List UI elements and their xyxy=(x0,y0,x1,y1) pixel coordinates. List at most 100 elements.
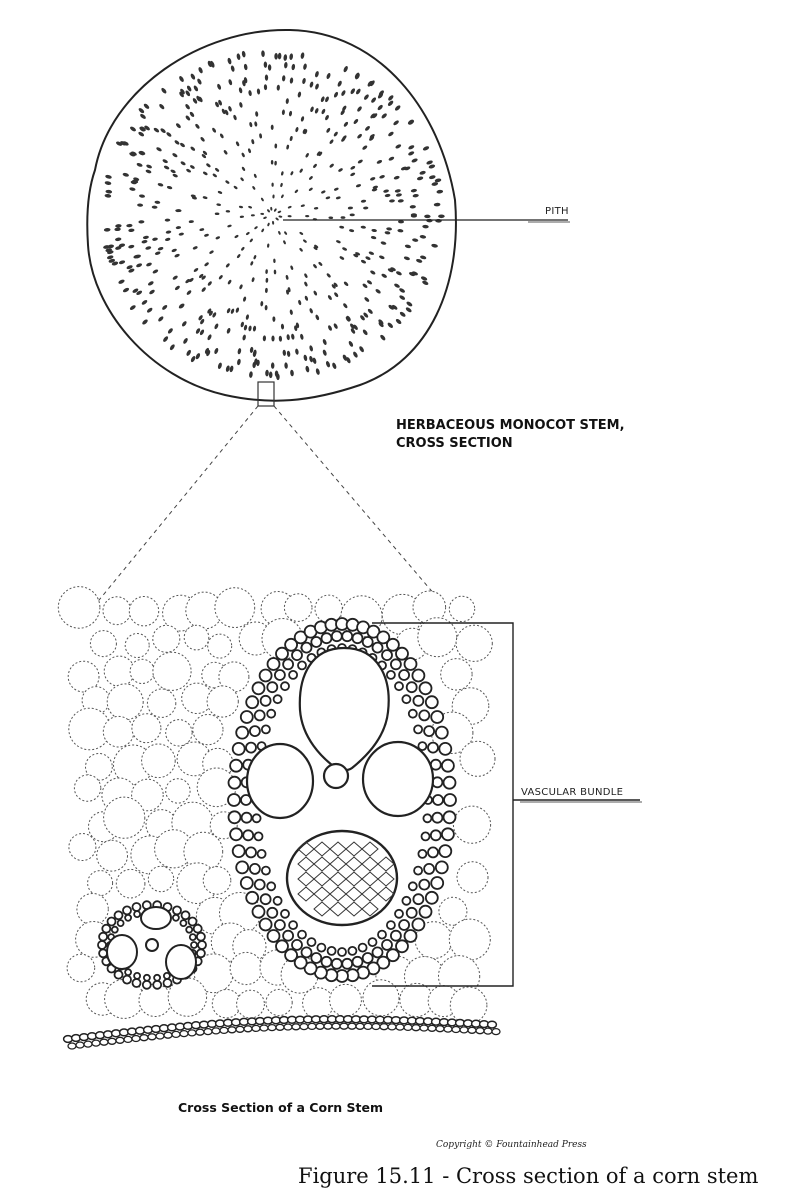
vascular-bundle-dot xyxy=(303,354,308,362)
epidermis-cell xyxy=(339,1022,349,1030)
pith-pointer: PITH xyxy=(283,206,570,223)
vascular-bundle-dot xyxy=(290,265,294,270)
vascular-bundle-dot xyxy=(120,141,127,146)
vascular-bundle-dot xyxy=(362,145,368,150)
vascular-bundle-dot xyxy=(264,305,268,311)
parenchyma-cell xyxy=(236,989,265,1019)
vascular-bundle-dot xyxy=(331,284,336,289)
vascular-bundle-dot xyxy=(315,314,320,321)
vascular-bundle-dot xyxy=(313,290,318,296)
vascular-bundle-dot xyxy=(282,75,286,82)
parenchyma-cell xyxy=(68,833,97,861)
sheath-cell xyxy=(258,917,273,932)
vascular-bundle-dot xyxy=(340,109,345,116)
vascular-bundle-dot xyxy=(383,189,389,193)
sheath-cell xyxy=(131,902,142,912)
vascular-bundle-dot xyxy=(248,90,252,97)
sheath-cell xyxy=(280,908,290,919)
vascular-bundle-dot xyxy=(346,357,351,364)
vascular-bundle-dot xyxy=(411,158,418,163)
vascular-bundle-dot xyxy=(286,144,290,150)
vascular-bundle-dot xyxy=(408,272,416,277)
vascular-bundle-dot xyxy=(342,354,348,361)
vascular-bundle-dot xyxy=(406,301,413,307)
vascular-bundle-dot xyxy=(133,177,140,181)
vascular-bundle-dot xyxy=(267,243,270,248)
vascular-bundle-dot xyxy=(104,181,112,185)
sheath-cell xyxy=(438,742,453,756)
parenchyma-cell xyxy=(440,658,473,691)
vascular-bundle-bracket xyxy=(372,622,642,987)
sheath-cell xyxy=(320,632,333,645)
sheath-cell xyxy=(231,844,246,858)
vascular-bundle-dot xyxy=(190,73,196,80)
vascular-bundle-dot xyxy=(271,182,274,187)
parenchyma-cell xyxy=(106,683,144,721)
vascular-bundle-dot xyxy=(387,100,394,106)
sheath-cell xyxy=(297,929,307,940)
zoom-box xyxy=(257,381,275,407)
vascular-bundle-dot xyxy=(380,334,386,341)
vascular-bundle-dot xyxy=(159,104,165,110)
sheath-cell xyxy=(152,979,163,990)
vascular-bundle-dot xyxy=(294,189,299,193)
vascular-bundle-dot xyxy=(419,170,426,175)
vascular-bundle-dot xyxy=(315,83,319,90)
vascular-bundle-dot xyxy=(261,50,265,58)
vascular-bundle-dot xyxy=(433,202,441,207)
vascular-bundle-dot xyxy=(115,237,122,242)
vascular-bundle-dot xyxy=(201,275,206,280)
vascular-bundle-dot xyxy=(289,53,294,60)
vascular-bundle-dot xyxy=(416,176,424,181)
vascular-bundle-dot xyxy=(325,96,329,103)
parenchyma-cell xyxy=(206,685,239,718)
vascular-bundle-dot xyxy=(277,210,282,214)
epidermis-cell xyxy=(435,1025,445,1033)
vascular-bundle-dot xyxy=(103,228,111,232)
sheath-cell xyxy=(337,947,347,957)
vascular-bundle-dot xyxy=(305,365,310,373)
vascular-bundle-dot xyxy=(141,300,148,305)
vascular-bundle-dot xyxy=(420,255,427,260)
vascular-bundle-dot xyxy=(380,241,387,245)
vascular-bundle-dot xyxy=(241,50,246,58)
sheath-cell xyxy=(432,794,444,806)
parenchyma-cell xyxy=(165,719,193,747)
parenchyma-cell xyxy=(438,896,468,926)
vascular-bundle-dot xyxy=(303,239,307,243)
vascular-bundle-dot xyxy=(260,301,264,307)
vascular-bundle-dot xyxy=(398,220,404,224)
vascular-bundle-dot xyxy=(368,251,375,255)
vascular-bundle-dot xyxy=(267,64,272,71)
epidermis-cell xyxy=(491,1027,501,1036)
vascular-bundle-dot xyxy=(336,240,341,244)
sheath-cell xyxy=(113,910,124,921)
vascular-bundle-dot xyxy=(422,224,429,229)
vascular-bundle-dot xyxy=(434,178,442,183)
vascular-bundle-dot xyxy=(215,168,220,172)
vascular-bundle-dot xyxy=(225,210,231,213)
vascular-bundle-dot xyxy=(327,295,332,301)
epidermis-cell xyxy=(467,1026,477,1034)
vascular-bundle-dot xyxy=(408,145,415,150)
vascular-bundle-dot xyxy=(154,251,161,255)
vascular-bundle-dot xyxy=(214,212,220,216)
vascular-bundle-dot xyxy=(140,126,146,132)
sheath-cell xyxy=(229,827,244,842)
vascular-bundle-dot xyxy=(179,76,184,82)
vascular-bundle-dot xyxy=(315,368,320,375)
vascular-bundle-dot xyxy=(318,261,323,266)
parenchyma-cell xyxy=(455,624,493,662)
vascular-bundle-dot xyxy=(322,349,327,356)
vascular-bundle-dot xyxy=(289,77,294,84)
vascular-bundle-dot xyxy=(138,108,145,114)
vascular-bundle-dot xyxy=(315,71,319,78)
vascular-bundle-dot xyxy=(234,234,239,239)
vascular-bundle-dot xyxy=(263,84,268,91)
vascular-bundle-dot xyxy=(215,236,220,240)
sheath-cell xyxy=(275,939,289,954)
vascular-bundle-dot xyxy=(350,323,355,329)
parenchyma-cell xyxy=(76,893,109,926)
vascular-bundle-dot xyxy=(240,177,244,182)
parenchyma-cell xyxy=(147,865,175,893)
